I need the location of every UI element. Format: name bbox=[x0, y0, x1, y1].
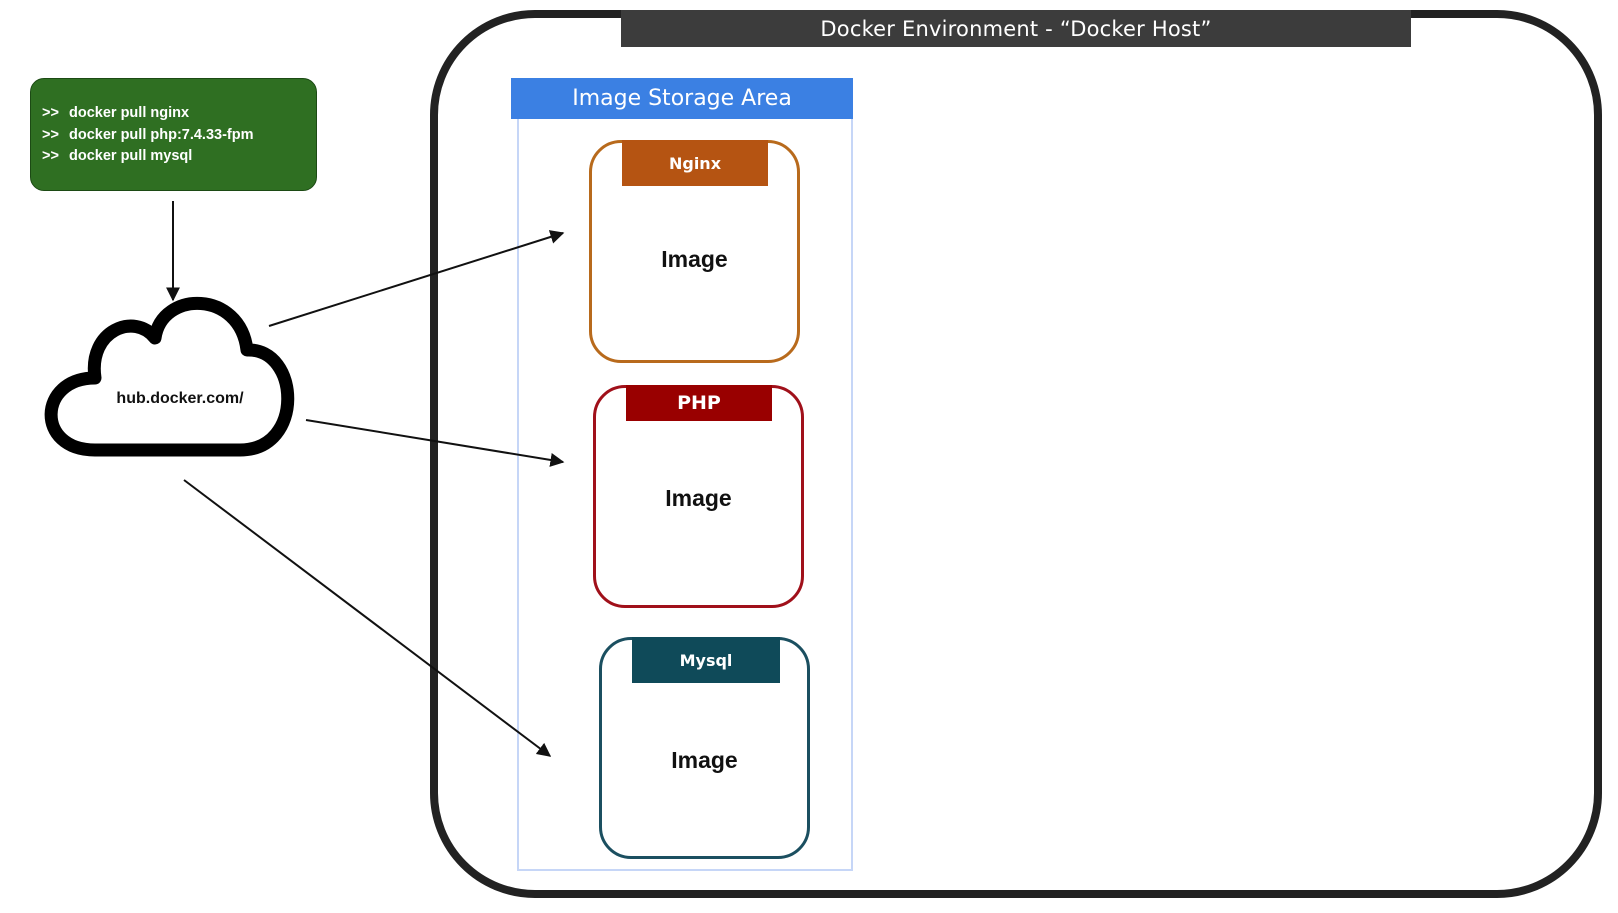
prompt-marker: >> bbox=[42, 148, 59, 164]
php-image-card bbox=[593, 385, 804, 608]
registry-label: hub.docker.com/ bbox=[116, 390, 244, 407]
php-image-label: Image bbox=[665, 485, 732, 511]
command-text: docker pull php:7.4.33-fpm bbox=[69, 126, 254, 143]
nginx-image-tag: Nginx bbox=[622, 140, 768, 186]
php-image-tag: PHP bbox=[626, 385, 772, 421]
mysql-image-tag: Mysql bbox=[632, 637, 780, 683]
mysql-image-label: Image bbox=[671, 747, 738, 773]
command-line: >> docker pull nginx bbox=[42, 103, 316, 125]
command-text: docker pull nginx bbox=[69, 105, 190, 121]
prompt-marker: >> bbox=[42, 126, 59, 143]
command-text: docker pull mysql bbox=[69, 148, 193, 164]
prompt-marker: >> bbox=[42, 105, 59, 121]
docker-host-title: Docker Environment - “Docker Host” bbox=[621, 10, 1411, 47]
command-line: >> docker pull php:7.4.33-fpm bbox=[42, 125, 316, 147]
nginx-image-label: Image bbox=[661, 246, 728, 272]
command-line: >> docker pull mysql bbox=[42, 146, 316, 168]
pull-commands-box: >> docker pull nginx >> docker pull php:7.… bbox=[30, 78, 317, 191]
cloud-icon bbox=[44, 297, 295, 457]
image-storage-title: Image Storage Area bbox=[511, 78, 853, 119]
